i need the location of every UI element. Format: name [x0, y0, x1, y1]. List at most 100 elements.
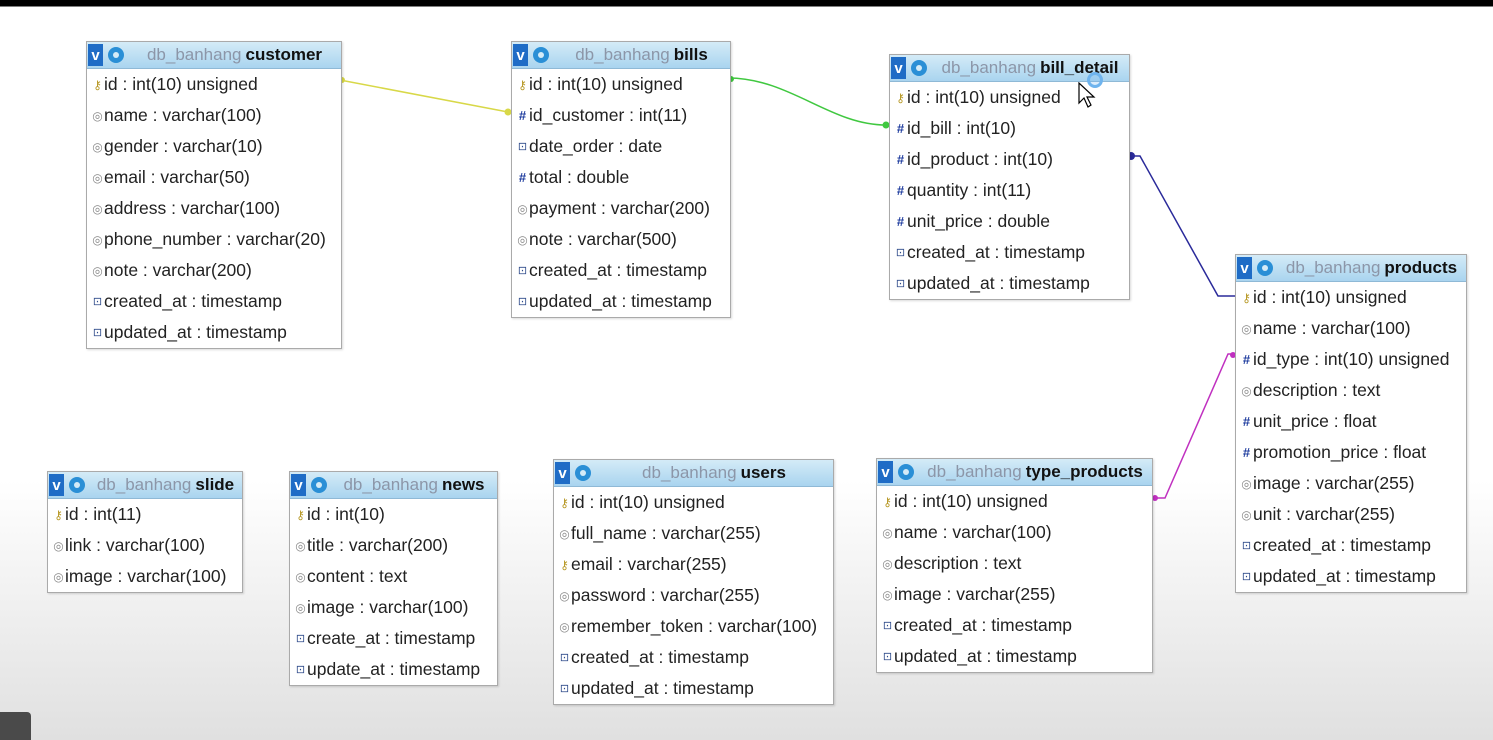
column-row[interactable]: ⊡updated_at : timestamp	[877, 641, 1152, 672]
gear-icon[interactable]	[1257, 260, 1273, 276]
column-row[interactable]: ⊡created_at : timestamp	[890, 237, 1129, 268]
column-row[interactable]: ◎image : varchar(100)	[290, 592, 497, 623]
column-label: updated_at : timestamp	[894, 646, 1077, 666]
text-field-icon: ◎	[517, 232, 528, 247]
column-row[interactable]: ◎phone_number : varchar(20)	[87, 224, 341, 255]
text-field-icon: ◎	[559, 619, 570, 634]
toggle-columns-button[interactable]: v	[49, 474, 64, 496]
gear-icon[interactable]	[911, 60, 927, 76]
column-row[interactable]: ◎image : varchar(255)	[877, 579, 1152, 610]
column-row[interactable]: #id_type : int(10) unsigned	[1236, 344, 1466, 375]
column-row[interactable]: #promotion_price : float	[1236, 437, 1466, 468]
column-row[interactable]: ⊡created_at : timestamp	[554, 642, 833, 673]
column-label: image : varchar(255)	[894, 584, 1056, 604]
column-row[interactable]: ◎name : varchar(100)	[877, 517, 1152, 548]
column-row[interactable]: ⊡updated_at : timestamp	[87, 317, 341, 348]
column-row[interactable]: ◎description : text	[1236, 375, 1466, 406]
column-row[interactable]: ◎link : varchar(100)	[48, 530, 242, 561]
toggle-columns-button[interactable]: v	[1237, 257, 1252, 279]
column-row[interactable]: #unit_price : float	[1236, 406, 1466, 437]
column-row[interactable]: #id_bill : int(10)	[890, 113, 1129, 144]
column-row[interactable]: ⚷id : int(11)	[48, 499, 242, 530]
column-label: name : varchar(100)	[894, 522, 1052, 542]
column-row[interactable]: ◎gender : varchar(10)	[87, 131, 341, 162]
column-row[interactable]: ◎note : varchar(200)	[87, 255, 341, 286]
toggle-columns-button[interactable]: v	[88, 44, 103, 66]
column-row[interactable]: #quantity : int(11)	[890, 175, 1129, 206]
relation-bills-bill-detail[interactable]	[727, 77, 887, 126]
column-row[interactable]: ⚷id : int(10) unsigned	[87, 69, 341, 100]
bottom-left-tab[interactable]	[0, 712, 31, 740]
column-row[interactable]: #id_customer : int(11)	[512, 100, 730, 131]
column-row[interactable]: ◎name : varchar(100)	[87, 100, 341, 131]
toggle-columns-button[interactable]: v	[891, 57, 906, 79]
column-row[interactable]: ◎image : varchar(100)	[48, 561, 242, 592]
column-row[interactable]: ⊡created_at : timestamp	[1236, 530, 1466, 561]
column-row[interactable]: ◎note : varchar(500)	[512, 224, 730, 255]
column-row[interactable]: ⚷email : varchar(255)	[554, 549, 833, 580]
relation-customer-bills[interactable]	[339, 79, 509, 113]
column-row[interactable]: #unit_price : double	[890, 206, 1129, 237]
column-row[interactable]: ⊡created_at : timestamp	[87, 286, 341, 317]
column-row[interactable]: ◎description : text	[877, 548, 1152, 579]
column-row[interactable]: ⊡create_at : timestamp	[290, 623, 497, 654]
column-row[interactable]: #id_product : int(10)	[890, 144, 1129, 175]
column-row[interactable]: ⊡updated_at : timestamp	[890, 268, 1129, 299]
column-row[interactable]: ⚷id : int(10) unsigned	[877, 486, 1152, 517]
relation-bill-detail-products[interactable]	[1128, 155, 1236, 297]
column-row[interactable]: ⊡update_at : timestamp	[290, 654, 497, 685]
gear-icon[interactable]	[69, 477, 85, 493]
gear-icon[interactable]	[311, 477, 327, 493]
column-row[interactable]: ⊡updated_at : timestamp	[554, 673, 833, 704]
column-row[interactable]: ◎title : varchar(200)	[290, 530, 497, 561]
gear-icon[interactable]	[898, 464, 914, 480]
column-row[interactable]: ◎email : varchar(50)	[87, 162, 341, 193]
toggle-columns-button[interactable]: v	[513, 44, 528, 66]
column-row[interactable]: ⊡date_order : date	[512, 131, 730, 162]
column-row[interactable]: ◎unit : varchar(255)	[1236, 499, 1466, 530]
column-row[interactable]: ⊡created_at : timestamp	[877, 610, 1152, 641]
column-row[interactable]: ◎password : varchar(255)	[554, 580, 833, 611]
gear-icon[interactable]	[575, 465, 591, 481]
relation-type-products-products[interactable]	[1152, 353, 1236, 499]
timestamp-icon: ⊡	[895, 278, 906, 290]
column-row[interactable]: ◎content : text	[290, 561, 497, 592]
column-row[interactable]: ⚷id : int(10) unsigned	[1236, 282, 1466, 313]
column-row[interactable]: ⚷id : int(10) unsigned	[890, 82, 1129, 113]
column-row[interactable]: ◎full_name : varchar(255)	[554, 518, 833, 549]
toggle-columns-button[interactable]: v	[878, 461, 893, 483]
column-row[interactable]: #total : double	[512, 162, 730, 193]
column-label: created_at : timestamp	[907, 242, 1085, 262]
column-row[interactable]: ⚷id : int(10)	[290, 499, 497, 530]
column-row[interactable]: ⊡updated_at : timestamp	[1236, 561, 1466, 592]
toggle-columns-button[interactable]: v	[291, 474, 306, 496]
column-row[interactable]: ◎image : varchar(255)	[1236, 468, 1466, 499]
column-row[interactable]: ◎name : varchar(100)	[1236, 313, 1466, 344]
column-row[interactable]: ⊡updated_at : timestamp	[512, 286, 730, 317]
column-label: remember_token : varchar(100)	[571, 616, 818, 636]
column-row[interactable]: ◎payment : varchar(200)	[512, 193, 730, 224]
column-row[interactable]: ⊡created_at : timestamp	[512, 255, 730, 286]
column-row[interactable]: ⚷id : int(10) unsigned	[554, 487, 833, 518]
toggle-columns-button[interactable]: v	[555, 462, 570, 484]
gear-icon[interactable]	[533, 47, 549, 63]
column-row[interactable]: ◎address : varchar(100)	[87, 193, 341, 224]
column-row[interactable]: ⚷id : int(10) unsigned	[512, 69, 730, 100]
hash-icon: #	[896, 214, 905, 229]
gear-icon[interactable]	[108, 47, 124, 63]
column-row[interactable]: ◎remember_token : varchar(100)	[554, 611, 833, 642]
